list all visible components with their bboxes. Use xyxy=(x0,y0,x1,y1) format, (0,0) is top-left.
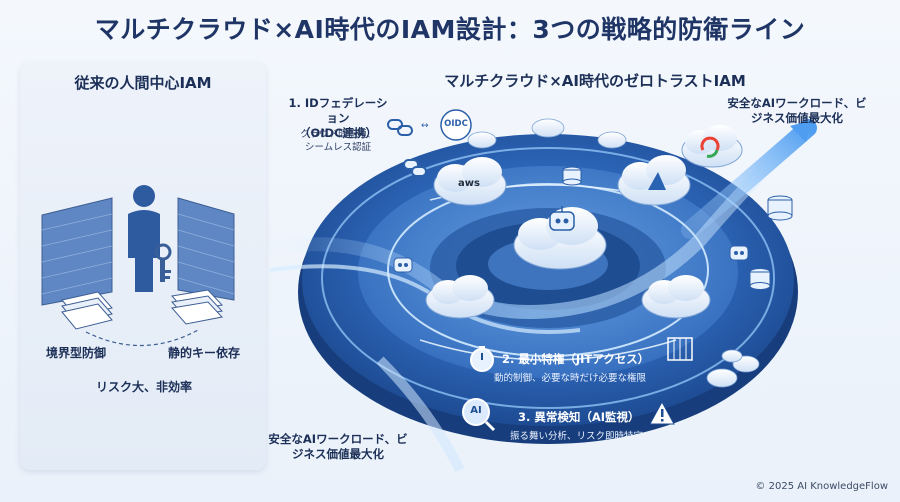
least-privilege-title: 2. 最小特権（JITアクセス） xyxy=(502,352,650,366)
robot-icon xyxy=(549,206,575,231)
document-stack-icon xyxy=(171,289,223,325)
database-icon xyxy=(767,195,793,221)
stopwatch-icon xyxy=(470,346,494,372)
cloud-icon xyxy=(597,131,627,149)
outcome-top: 安全なAIワークロード、ビジネス価値最大化 xyxy=(727,96,867,125)
person-icon xyxy=(128,185,160,292)
copyright: © 2025 AI KnowledgeFlow xyxy=(755,481,888,492)
least-privilege-desc: 動的制御、必要な時だけ必要な権限 xyxy=(494,373,647,384)
database-icon xyxy=(749,268,771,290)
oidc-badge-label: OIDC xyxy=(444,119,468,129)
anomaly-desc: 振る舞い分析、リスク即時特定 xyxy=(510,431,644,442)
gate-icon xyxy=(667,337,693,361)
ai-magnifier-icon xyxy=(462,398,496,432)
cloud-icon xyxy=(467,131,497,149)
outcome-bottom: 安全なAIワークロード、ビジネス価値最大化 xyxy=(268,432,408,461)
aws-cloud-icon xyxy=(433,157,507,206)
robot-icon xyxy=(393,257,413,273)
anomaly-title: 3. 異常検知（AI監視） xyxy=(518,410,640,424)
oidc-badge xyxy=(440,109,472,141)
brick-wall-icon xyxy=(41,197,235,306)
cloud-icon xyxy=(531,118,565,138)
cloud-icon xyxy=(425,275,495,319)
chain-link-icon xyxy=(387,119,413,136)
svg-text:↔: ↔ xyxy=(421,121,429,131)
traditional-iam-title: 従来の人間中心IAM xyxy=(74,74,212,92)
document-stack-icon xyxy=(61,291,113,330)
database-icon xyxy=(562,166,582,186)
page-title: マルチクラウド×AI時代のIAM設計：3つの戦略的防衛ライン xyxy=(94,15,806,44)
arrow-up-icon xyxy=(790,120,812,142)
perimeter-defense-label: 境界型防御 xyxy=(46,346,107,360)
federation-desc: クラウド間信頼、 シームレス認証 xyxy=(299,129,376,153)
aws-label: aws xyxy=(458,178,480,189)
cloud-icon xyxy=(641,275,711,319)
robot-icon xyxy=(729,245,749,261)
gcp-cloud-icon xyxy=(681,125,743,168)
static-key-label: 静的キー依存 xyxy=(168,346,241,360)
key-icon xyxy=(154,243,172,282)
federation-title: 1. IDフェデレーション （OIDC連携） xyxy=(288,96,388,140)
ai-badge-label: AI xyxy=(470,405,482,416)
risk-summary: リスク大、非効率 xyxy=(96,380,193,394)
chain-link-icon xyxy=(403,159,427,177)
warning-icon xyxy=(649,400,675,425)
azure-cloud-icon xyxy=(617,155,691,206)
zero-trust-title: マルチクラウド×AI時代のゼロトラストIAM xyxy=(444,72,746,90)
zero-trust-platform xyxy=(298,134,798,444)
cloud-cluster-icon xyxy=(706,349,760,388)
